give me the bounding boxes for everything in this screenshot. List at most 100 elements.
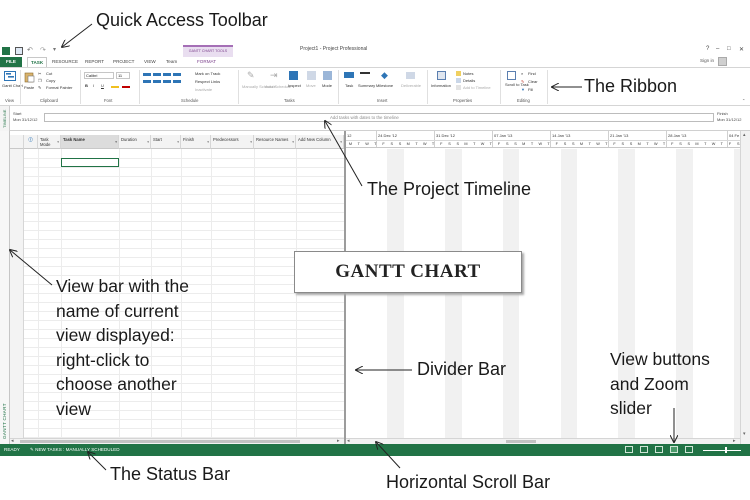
scroll-right-arrow-icon[interactable]: ▸ <box>337 438 340 444</box>
scroll-left-arrow-icon[interactable]: ◂ <box>347 438 350 444</box>
move-button[interactable]: Move <box>306 83 316 88</box>
column-header-task-mode[interactable]: Task Mode▾ <box>38 135 61 149</box>
font-family-select[interactable]: Calibri <box>84 72 114 79</box>
tab-format[interactable]: FORMAT <box>197 59 217 64</box>
gantt-chart-icon[interactable] <box>4 71 16 81</box>
column-header-start[interactable]: Start▾ <box>151 135 181 149</box>
summary-icon[interactable] <box>360 72 370 78</box>
scroll-down-arrow-icon[interactable]: ▾ <box>743 431 746 437</box>
new-tasks-mode[interactable]: ✎ NEW TASKS : MANUALLY SCHEDULED <box>30 447 120 452</box>
notes-button[interactable]: Notes <box>463 71 474 76</box>
sheet-horizontal-scrollbar[interactable]: ◂ ▸ <box>10 438 344 444</box>
customize-toolbar-icon[interactable]: ▾ <box>53 47 57 53</box>
inactivate-button[interactable]: Inactivate <box>195 87 213 92</box>
paste-button[interactable]: Paste <box>24 85 35 90</box>
vertical-scrollbar[interactable]: ▴ ▾ <box>740 131 750 444</box>
summary-button[interactable]: Summary <box>358 83 376 88</box>
gantt-horizontal-scrollbar[interactable]: ◂ ▸ <box>346 438 740 444</box>
minimize-button[interactable]: – <box>716 46 720 52</box>
zoom-slider[interactable] <box>703 450 741 451</box>
tab-resource[interactable]: RESOURCE <box>52 59 79 64</box>
inspect-button[interactable]: Inspect <box>288 83 301 88</box>
find-button[interactable]: Find <box>528 71 536 76</box>
help-button[interactable]: ? <box>706 46 710 52</box>
fill-button[interactable]: Fill <box>528 87 534 92</box>
collapse-ribbon-icon[interactable]: ⌃ <box>742 98 746 103</box>
scroll-left-arrow-icon[interactable]: ◂ <box>11 438 14 444</box>
format-painter-icon[interactable]: ✎ <box>38 85 42 90</box>
copy-button[interactable]: Copy <box>46 78 56 83</box>
clear-icon[interactable]: ✎ <box>521 79 525 84</box>
details-button[interactable]: Details <box>463 78 476 83</box>
view-button-report-icon[interactable] <box>685 446 693 453</box>
notes-icon[interactable] <box>456 71 461 76</box>
column-header-duration[interactable]: Duration▾ <box>119 135 151 149</box>
zoom-slider-knob[interactable] <box>725 447 727 453</box>
view-button-task-usage-icon[interactable] <box>640 446 648 453</box>
tab-team[interactable]: Team <box>166 59 178 64</box>
details-icon[interactable] <box>456 78 461 83</box>
avatar[interactable] <box>718 57 727 66</box>
italic-button[interactable]: I <box>93 83 95 88</box>
milestone-button[interactable]: Milestone <box>376 83 394 88</box>
project-timeline[interactable]: TIMELINE Start Mon 31/12/12 Add tasks wi… <box>0 106 750 131</box>
bold-button[interactable]: B <box>85 83 88 88</box>
insert-task-button[interactable]: Task <box>345 83 354 88</box>
scroll-up-arrow-icon[interactable]: ▴ <box>743 132 746 138</box>
task-icon[interactable] <box>344 72 354 78</box>
manually-schedule-button[interactable]: Manually Schedule <box>242 84 276 89</box>
info-column-icon[interactable]: ⓘ <box>24 135 38 149</box>
column-header-add-new-column[interactable]: Add New Column▾ <box>296 135 344 149</box>
fill-icon[interactable]: ▼ <box>521 87 525 92</box>
scroll-thumb[interactable] <box>20 440 300 443</box>
scroll-right-arrow-icon[interactable]: ▸ <box>733 438 736 444</box>
paste-icon[interactable] <box>24 71 35 83</box>
cut-button[interactable]: Cut <box>46 71 53 76</box>
scroll-thumb[interactable] <box>506 440 536 443</box>
information-button[interactable]: Information <box>431 83 452 88</box>
column-header-predecessors[interactable]: Predecessors▾ <box>211 135 254 149</box>
view-button-team-planner-icon[interactable] <box>655 446 663 453</box>
underline-button[interactable]: U <box>101 83 104 88</box>
tab-project[interactable]: PROJECT <box>113 59 135 64</box>
highlight-color-icon[interactable] <box>111 83 119 88</box>
gantt-chart-button[interactable]: Gantt Chart <box>2 83 23 88</box>
view-button-resource-sheet-icon[interactable] <box>670 446 678 453</box>
current-view-label[interactable]: GANTT CHART <box>2 403 7 439</box>
undo-icon[interactable]: ↶ <box>27 47 33 54</box>
sign-in-link[interactable]: Sign in <box>700 58 715 63</box>
deliverable-icon[interactable] <box>406 72 415 79</box>
task-sheet[interactable]: ⓘ Task Mode▾ Task Name▾ Duration▾ Start▾… <box>10 131 344 438</box>
view-button-gantt-icon[interactable] <box>625 446 633 453</box>
tab-file[interactable]: FILE <box>0 57 22 67</box>
view-bar[interactable]: GANTT CHART <box>0 131 10 444</box>
row-headers[interactable] <box>10 149 24 438</box>
tab-report[interactable]: REPORT <box>85 59 105 64</box>
auto-schedule-button[interactable]: Auto Schedule <box>265 84 292 89</box>
find-icon[interactable]: ⌕ <box>521 71 524 76</box>
column-header-finish[interactable]: Finish▾ <box>181 135 211 149</box>
select-all-corner[interactable] <box>10 135 24 149</box>
maximize-button[interactable]: □ <box>727 46 731 52</box>
add-to-timeline-icon[interactable] <box>456 85 461 90</box>
pin-icon[interactable]: ✎ <box>247 70 255 80</box>
save-icon[interactable] <box>15 47 23 55</box>
inspect-icon[interactable] <box>289 71 298 80</box>
scroll-to-task-button[interactable]: Scroll to Task <box>505 82 529 87</box>
mode-icon[interactable] <box>323 71 332 80</box>
selected-cell[interactable] <box>61 158 119 167</box>
respect-links-button[interactable]: Respect Links <box>195 79 221 84</box>
schedule-icons[interactable] <box>143 72 197 86</box>
tab-view[interactable]: VIEW <box>144 59 156 64</box>
column-header-task-name[interactable]: Task Name▾ <box>61 135 119 149</box>
milestone-icon[interactable]: ◆ <box>381 70 388 80</box>
timeline-bar[interactable] <box>44 113 714 122</box>
auto-schedule-icon[interactable]: ⇥ <box>270 70 278 80</box>
column-header-resource-names[interactable]: Resource Names▾ <box>254 135 296 149</box>
copy-icon[interactable]: ❐ <box>38 78 42 83</box>
font-size-select[interactable]: 11 <box>116 72 130 79</box>
move-icon[interactable] <box>307 71 316 80</box>
information-icon[interactable] <box>437 71 446 80</box>
font-color-icon[interactable] <box>122 83 130 88</box>
